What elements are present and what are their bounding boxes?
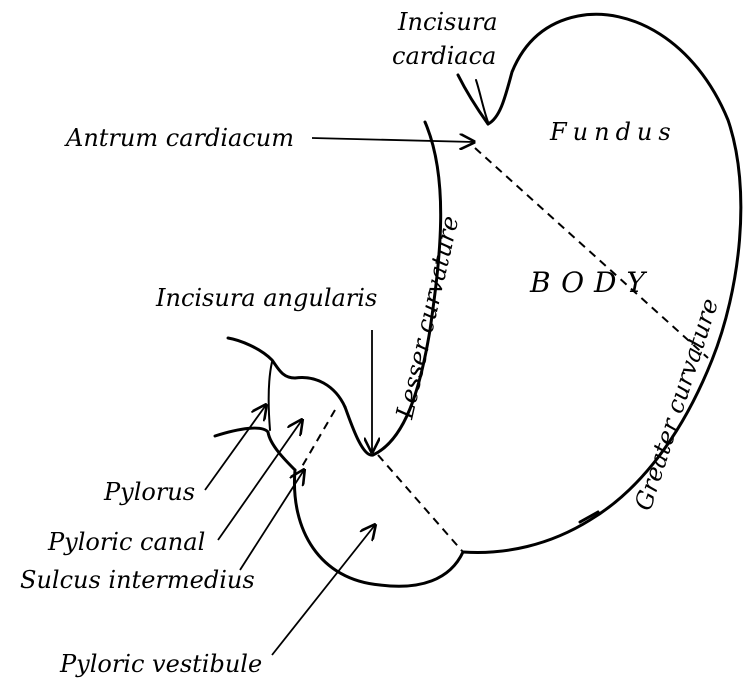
pyloric-vestibule-arrow [272,525,375,655]
pyloric-vestibule-outline [294,470,463,586]
pylorus-label: Pylorus [103,478,195,506]
fundus-body-division [475,148,708,358]
body-label: BODY [529,266,655,299]
sulcus-intermedius-label: Sulcus intermedius [20,566,255,594]
antrum-cardiacum-label: Antrum cardiacum [64,124,294,152]
pylorus-arrow [205,405,266,490]
pylorus-outline [228,338,345,407]
cardiac-notch-outline [458,75,488,124]
fundus-label: Fundus [549,118,677,146]
incisura-angularis-label: Incisura angularis [155,284,377,312]
pyloric-canal-label: Pyloric canal [47,528,205,556]
sulcus-intermedius-division [300,410,335,470]
pylorus-lower-outline [215,428,295,470]
incisura-cardiaca-label-line1: Incisura [397,8,498,36]
greater-curvature-label: Greater curvature [629,295,724,514]
body-vestibule-division [378,455,463,552]
pyloric-vestibule-label: Pyloric vestibule [59,650,262,678]
pylorus-inner-line [269,362,272,430]
pyloric-canal-arrow [218,420,302,540]
antrum-cardiacum-arrow [312,138,474,142]
incisura-cardiaca-label-line2: cardiaca [392,42,496,70]
lesser-curvature-label: Lesser curvature [390,213,464,422]
sulcus-intermedius-arrow [240,470,304,570]
